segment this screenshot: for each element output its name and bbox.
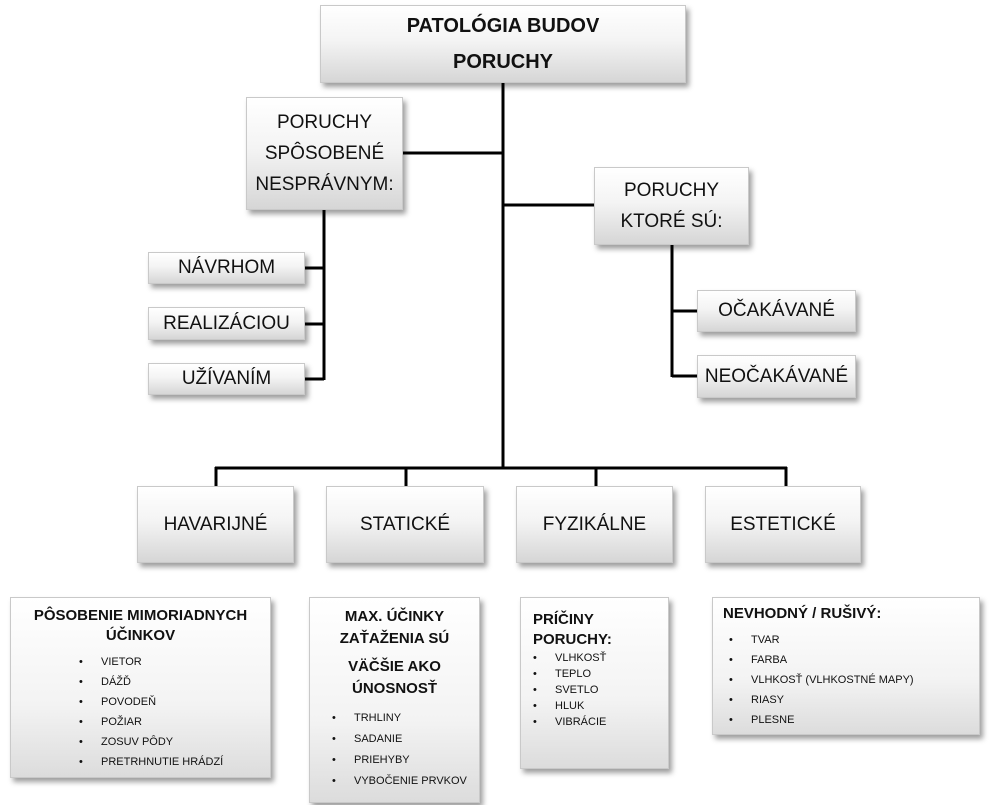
node-neocakavane: NEOČAKÁVANÉ [697,355,856,398]
list-item: PRIEHYBY [332,750,471,771]
list-item: POVODEŇ [79,692,262,712]
detail-fyzikalne: PRÍČINY PORUCHY: VLHKOSŤ TEPLO SVETLO HL… [520,597,669,769]
detail-staticke-title-2: ZAŤAŽENIA SÚ [339,630,450,647]
detail-staticke-title-3: VÄČŠIE AKO [348,658,441,675]
detail-esteticke-list: TVAR FARBA VLHKOSŤ (VLHKOSTNÉ MAPY) RIAS… [729,630,971,730]
root-subtitle: PORUCHY [452,51,553,73]
left-group-title-1: PORUCHY [276,112,372,133]
list-item: DÁŽĎ [79,672,262,692]
root-title: PATOLÓGIA BUDOV [406,15,600,37]
list-item: VLHKOSŤ [533,650,660,666]
list-item: SVETLO [533,682,660,698]
detail-havarijne: PÔSOBENIE MIMORIADNYCH ÚČINKOV VIETOR DÁ… [10,597,271,778]
left-group-title-3: NESPRÁVNYM: [255,174,394,195]
node-ocakavane: OČAKÁVANÉ [697,290,856,332]
list-item: FARBA [729,650,971,670]
right-group-node: PORUCHY KTORÉ SÚ: [594,167,749,245]
node-realizaciou: REALIZÁCIOU [148,307,305,340]
list-item: ZOSUV PÔDY [79,732,262,752]
detail-havarijne-title-2: ÚČINKOV [105,627,176,644]
detail-fyzikalne-title-1: PRÍČINY [533,611,594,628]
category-fyzikalne: FYZIKÁLNE [516,486,673,563]
detail-esteticke-title-1: NEVHODNÝ / RUŠIVÝ: [723,605,882,622]
list-item: VIBRÁCIE [533,714,660,730]
detail-havarijne-title-1: PÔSOBENIE MIMORIADNYCH [33,607,248,624]
category-staticke: STATICKÉ [326,486,484,563]
list-item: PLESNE [729,710,971,730]
list-item: VLHKOSŤ (VLHKOSTNÉ MAPY) [729,670,971,690]
left-group-node: PORUCHY SPÔSOBENÉ NESPRÁVNYM: [246,97,403,210]
list-item: HLUK [533,698,660,714]
list-item: VYBOČENIE PRVKOV [332,771,471,792]
detail-staticke-title-1: MAX. ÚČINKY [344,608,445,625]
category-havarijne: HAVARIJNÉ [137,486,294,563]
node-uzivanim: UŽÍVANÍM [148,363,305,395]
list-item: VIETOR [79,652,262,672]
right-group-title-2: KTORÉ SÚ: [620,211,723,232]
detail-staticke: MAX. ÚČINKY ZAŤAŽENIA SÚ VÄČŠIE AKO ÚNOS… [309,597,480,803]
list-item: POŽIAR [79,712,262,732]
right-group-title-1: PORUCHY [623,180,719,201]
list-item: TVAR [729,630,971,650]
node-navrhom: NÁVRHOM [148,252,305,284]
list-item: TEPLO [533,666,660,682]
detail-havarijne-list: VIETOR DÁŽĎ POVODEŇ POŽIAR ZOSUV PÔDY PR… [79,652,262,772]
detail-fyzikalne-title-2: PORUCHY: [533,631,612,648]
category-esteticke: ESTETICKÉ [705,486,861,563]
detail-fyzikalne-list: VLHKOSŤ TEPLO SVETLO HLUK VIBRÁCIE [533,650,660,730]
list-item: PRETRHNUTIE HRÁDZÍ [79,752,262,772]
list-item: RIASY [729,690,971,710]
list-item: TRHLINY [332,708,471,729]
detail-staticke-list: TRHLINY SADANIE PRIEHYBY VYBOČENIE PRVKO… [332,708,471,792]
left-group-title-2: SPÔSOBENÉ [264,143,385,164]
list-item: SADANIE [332,729,471,750]
root-node: PATOLÓGIA BUDOV PORUCHY [320,5,686,83]
detail-esteticke: NEVHODNÝ / RUŠIVÝ: TVAR FARBA VLHKOSŤ (V… [712,597,980,735]
detail-staticke-title-4: ÚNOSNOSŤ [351,680,437,697]
